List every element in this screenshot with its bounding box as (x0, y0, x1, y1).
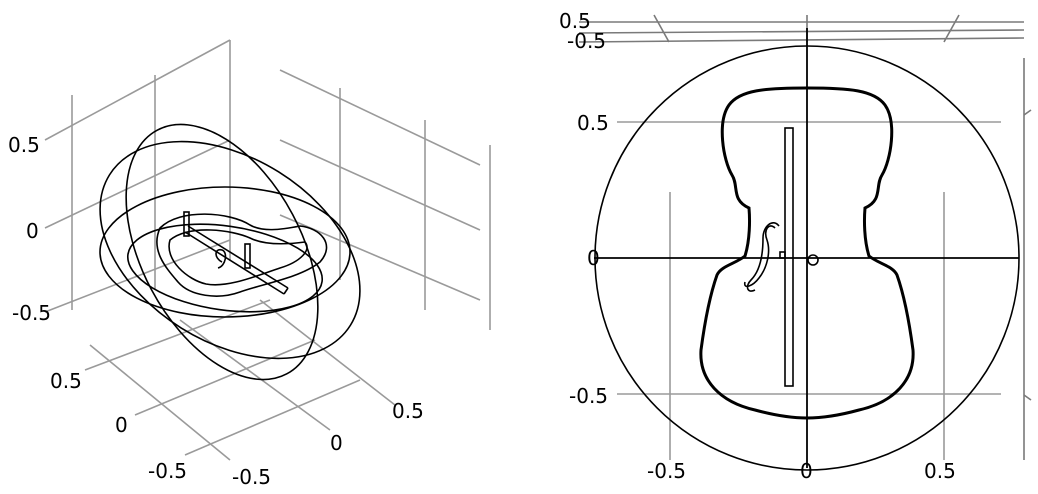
grid-line (279, 139, 481, 231)
domain-spheres (99, 123, 361, 381)
f-hole (746, 222, 780, 292)
bass-bar (184, 231, 285, 295)
bass-bar (187, 225, 289, 289)
frame-lines-2d (578, 14, 1032, 460)
y-tick-label: -0.5 (569, 384, 608, 408)
f-hole (215, 248, 227, 269)
y-tick-label: -0.5 (148, 459, 187, 483)
x-tick-label: 0 (800, 459, 813, 483)
y-tick-label: 0.5 (50, 369, 82, 393)
frame-line (578, 29, 1025, 34)
axis-labels-2d: 0.5 -0.5 0.5 0 -0.5 -0.5 0 0.5 (559, 9, 956, 483)
grid-line (44, 39, 231, 141)
violin-outline-back (168, 229, 308, 286)
fingerboard (784, 127, 794, 387)
frame-label: 0.5 (559, 9, 591, 33)
violin-outline-top (156, 213, 328, 297)
x-tick-label: 0.5 (392, 399, 424, 423)
frame-line (578, 37, 1025, 43)
grid-line (184, 379, 361, 456)
bridge-foot (779, 251, 786, 259)
frame-tick (1023, 394, 1032, 401)
violin-outline (699, 86, 915, 420)
sphere-meridian (125, 123, 319, 381)
frame-label: -0.5 (567, 29, 606, 53)
z-tick-label: -0.5 (12, 301, 51, 325)
geometry-2d-view[interactable]: 0.5 -0.5 0.5 0 -0.5 -0.5 0 0.5 (519, 0, 1038, 489)
grid-line (179, 319, 331, 431)
geometry-3d-view[interactable]: 0.5 0 -0.5 0.5 0 -0.5 0.5 0 -0.5 (0, 0, 519, 489)
frame-tick (1023, 109, 1032, 116)
y-tick-label: 0 (115, 413, 128, 437)
violin-body-2d (699, 86, 915, 420)
sound-post (183, 211, 190, 237)
grid-3d (44, 39, 491, 461)
grid-line (89, 344, 231, 461)
y-tick-label: 0.5 (577, 111, 609, 135)
grid-2d (617, 121, 1001, 460)
frame-tick (943, 14, 960, 43)
geometry-2d-canvas: 0.5 -0.5 0.5 0 -0.5 -0.5 0 0.5 (559, 9, 1032, 483)
sphere-equator (99, 186, 351, 318)
grid-line (134, 339, 316, 416)
z-tick-label: 0.5 (8, 133, 40, 157)
bass-bar (283, 287, 289, 295)
bridge-post (244, 243, 251, 269)
violin-body-3d (156, 211, 328, 297)
f-hole (743, 225, 776, 288)
x-tick-label: -0.5 (647, 459, 686, 483)
domain-circle (594, 45, 1020, 471)
geometry-3d-canvas: 0.5 0 -0.5 0.5 0 -0.5 0.5 0 -0.5 (8, 39, 491, 489)
grid-line (84, 299, 271, 371)
axis-labels-3d: 0.5 0 -0.5 0.5 0 -0.5 0.5 0 -0.5 (8, 133, 424, 489)
sphere-meridian (99, 140, 361, 360)
z-tick-label: 0 (26, 219, 39, 243)
frame-tick (653, 14, 670, 43)
x-tick-label: 0.5 (924, 459, 956, 483)
x-tick-label: -0.5 (232, 465, 271, 489)
sphere-inner-ring (126, 223, 324, 313)
x-tick-label: 0 (330, 431, 343, 455)
grid-line (259, 299, 396, 406)
endpin-marker (807, 254, 819, 266)
grid-line (44, 139, 231, 229)
grid-line (279, 69, 481, 166)
y-tick-label: 0 (587, 246, 600, 270)
axes-2d (594, 28, 1019, 468)
